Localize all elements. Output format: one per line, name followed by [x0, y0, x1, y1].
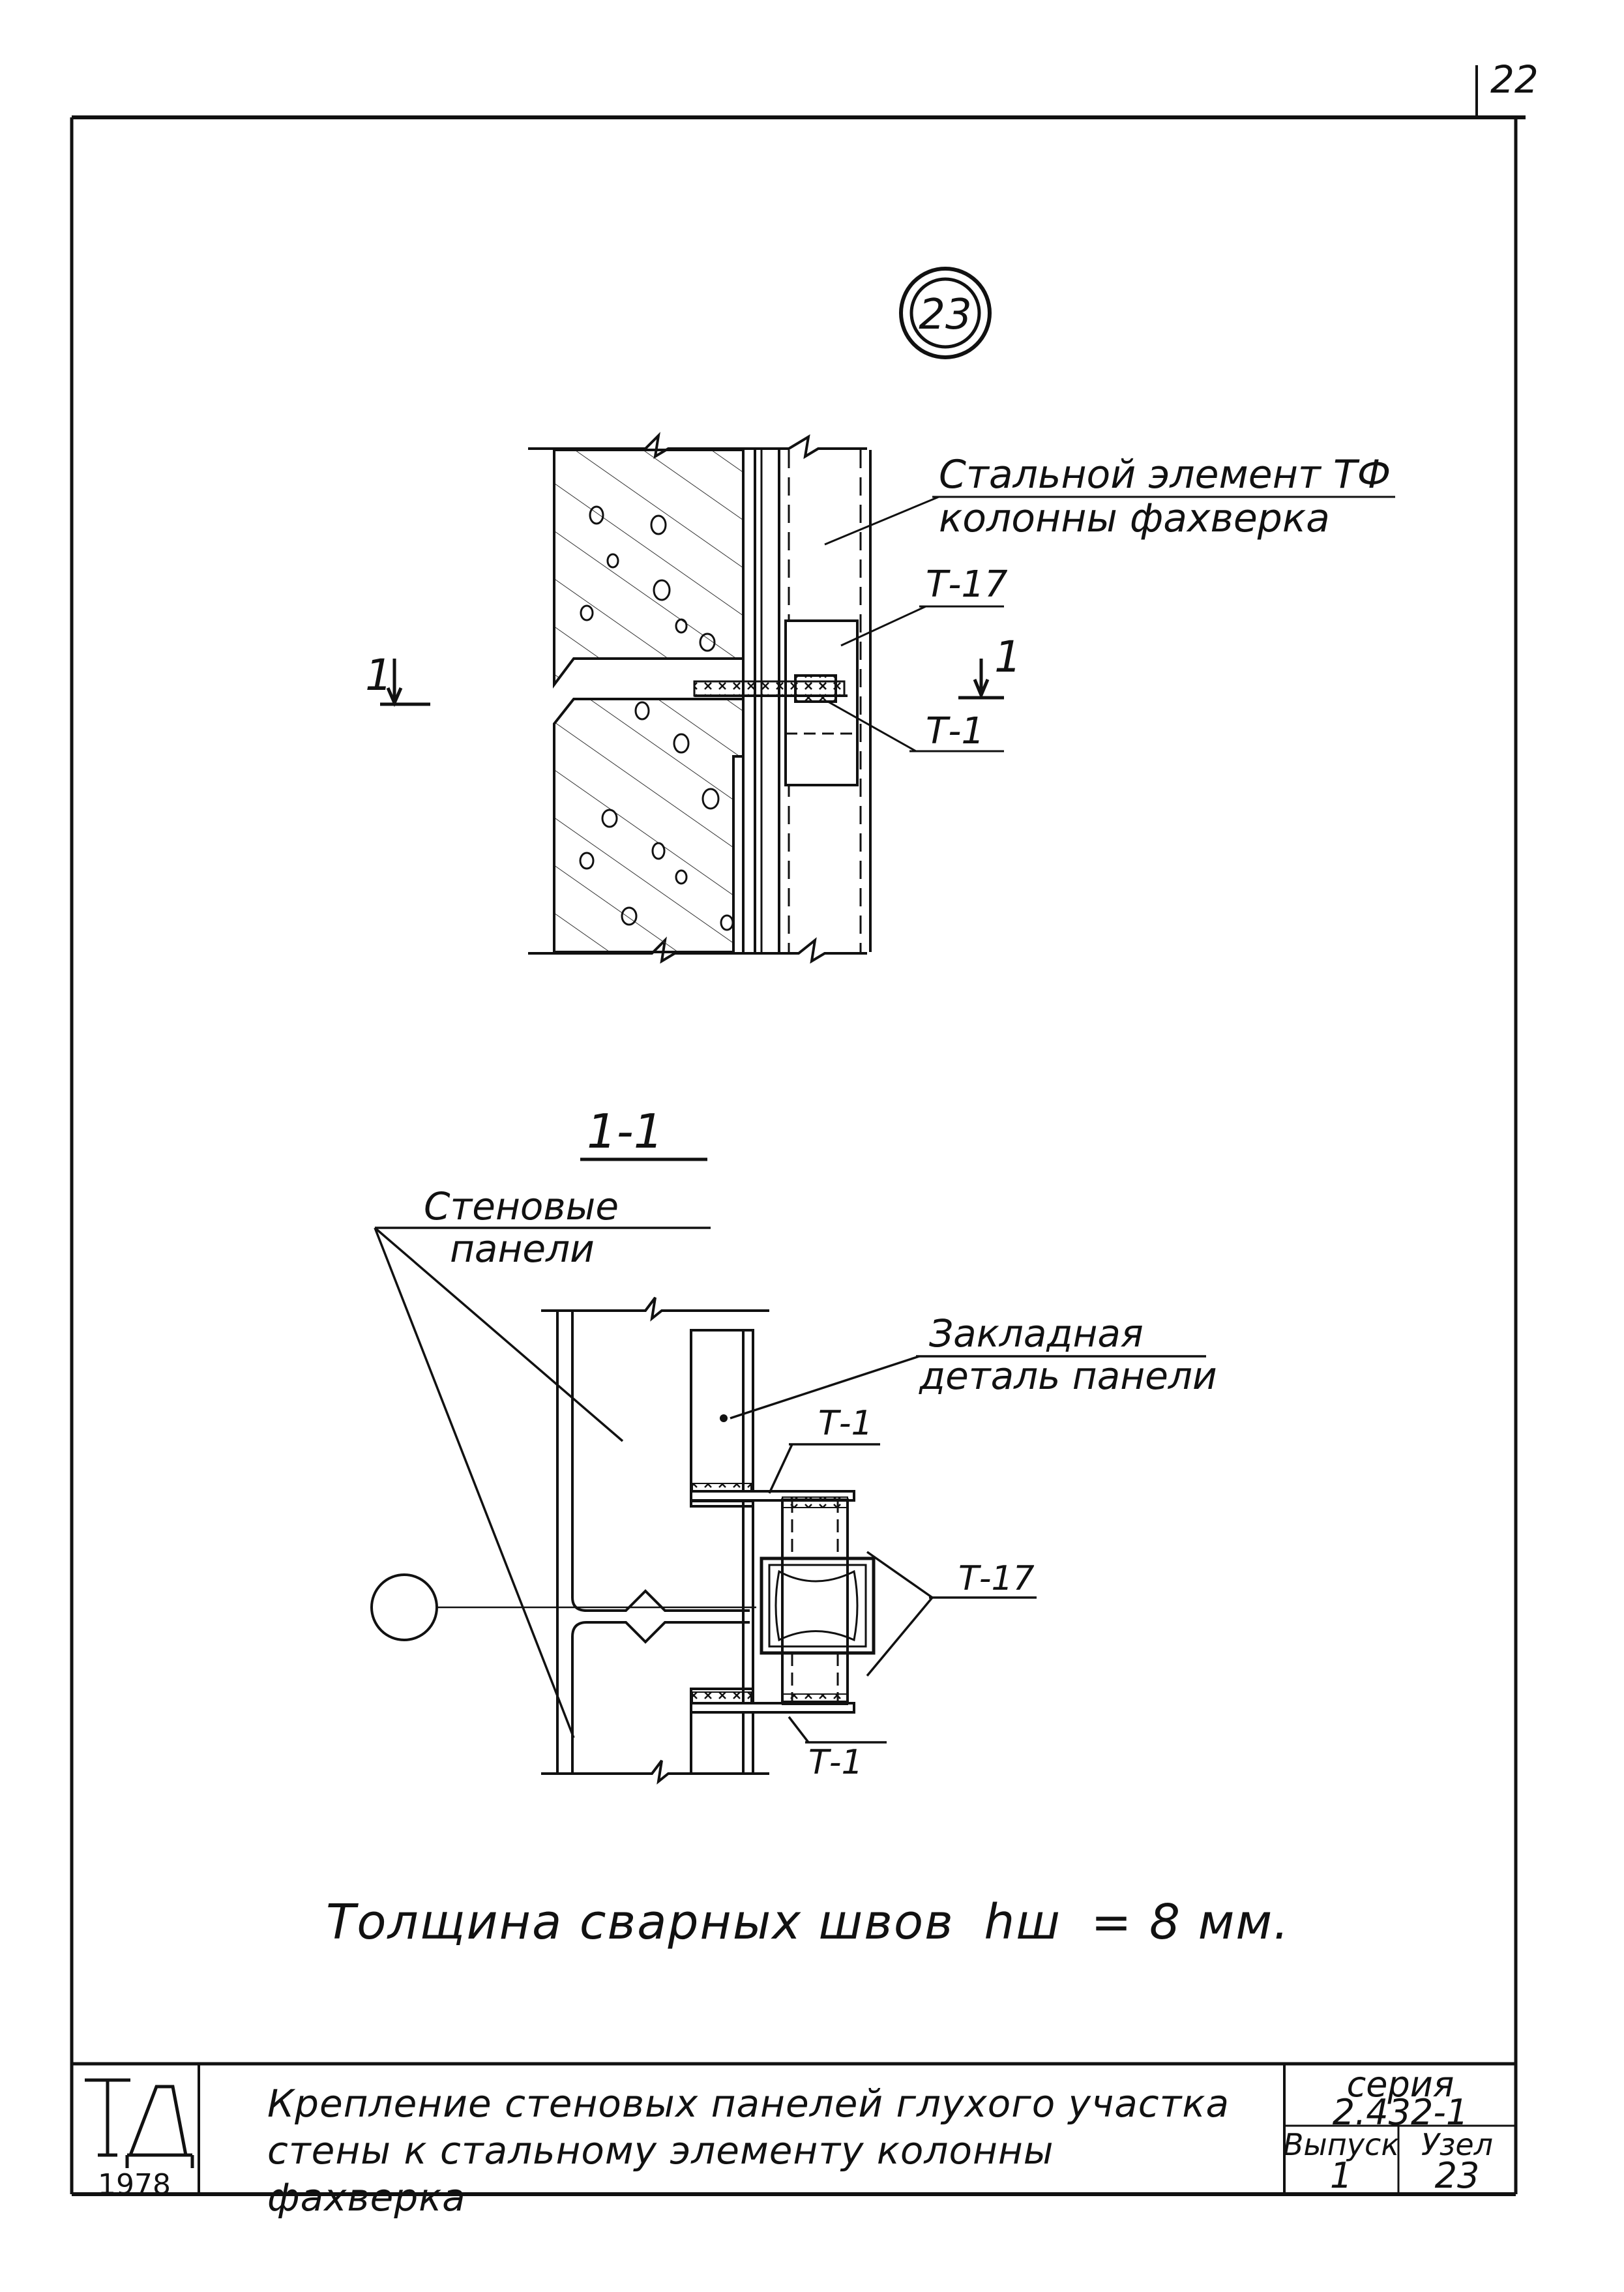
section-view: 1-1: [370, 1104, 1217, 1785]
sheet-frame: [70, 65, 1526, 2196]
label-t1-elevation: Т-1: [926, 710, 984, 752]
detail-marker-label: 23: [919, 291, 971, 339]
page-number: 22: [1490, 57, 1539, 102]
section-mark-right: 1: [994, 632, 1022, 682]
label-t17-section: Т-17: [958, 1559, 1035, 1598]
drawing-title-line2: стены к стальному элементу колонны фахве…: [267, 2128, 1054, 2220]
weld-note-text: Толщина сварных швов: [326, 1894, 954, 1950]
label-t1-bottom: Т-1: [808, 1743, 863, 1782]
label-wall-panels-line1: Стеновые: [424, 1184, 619, 1228]
node-label: Узел: [1421, 2127, 1493, 2162]
wall-panel-upper: [553, 449, 745, 689]
weld-note-value: = 8 мм.: [1091, 1894, 1290, 1950]
detail-marker: 23: [899, 267, 992, 359]
logo: [85, 2078, 194, 2168]
section-mark-left: 1: [365, 650, 392, 700]
issue-label: Выпуск: [1283, 2127, 1399, 2162]
series-value: 2.432-1: [1333, 2092, 1468, 2133]
label-wall-panels-line2: панели: [450, 1227, 595, 1271]
weld-note-symbol: hш: [984, 1894, 1061, 1950]
drawing-title: Крепление стеновых панелей глухого участ…: [267, 2080, 1245, 2221]
label-embedded-line2: деталь панели: [919, 1354, 1217, 1398]
label-steel-element: Стальной элемент ТФ: [939, 452, 1391, 498]
wall-panel-lower: [553, 698, 745, 953]
label-column: колонны фахверка: [939, 496, 1330, 541]
node-value: 23: [1435, 2155, 1480, 2196]
logo-year: 1978: [98, 2168, 171, 2201]
weld-thickness-note: Толщина сварных швов hш = 8 мм.: [326, 1894, 1290, 1950]
label-t1-top: Т-1: [818, 1404, 873, 1443]
issue-value: 1: [1330, 2155, 1352, 2196]
elevation-view: 1 1 Стальной элемент ТФ колонны фахверка…: [365, 432, 1395, 964]
label-t17-elevation: Т-17: [926, 563, 1008, 606]
label-embedded-line1: Закладная: [929, 1311, 1144, 1356]
series-label: серия: [1347, 2064, 1454, 2105]
drawing-title-line1: Крепление стеновых панелей глухого участ…: [267, 2081, 1230, 2126]
section-title: 1-1: [587, 1104, 664, 1159]
